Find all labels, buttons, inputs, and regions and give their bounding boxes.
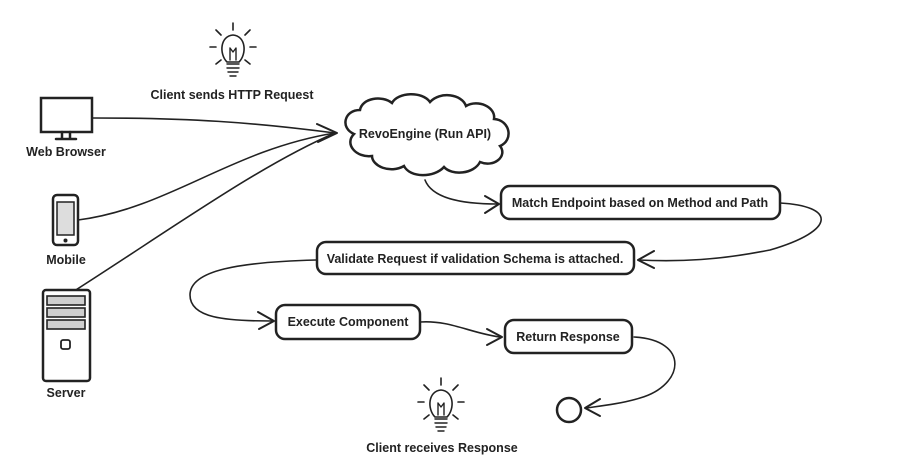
monitor-icon [39,96,94,141]
connector-browser-to-engine [92,117,336,134]
engine-cloud [344,93,510,177]
annotation-client-sends: Client sends HTTP Request [151,88,315,102]
step-label: Execute Component [288,315,410,329]
annotation-client-receives: Client receives Response [366,441,518,455]
connector-validate-to-execute [189,259,317,322]
arrowhead-validate [637,250,655,269]
arrowhead-execute [257,311,275,330]
mobile-phone-icon [51,193,80,247]
connector-server-to-engine [67,132,336,296]
engine-label: RevoEngine (Run API) [359,127,491,141]
step-validate-request: Validate Request if validation Schema is… [315,240,636,276]
connectors [67,117,822,417]
server-tower-icon [41,288,92,383]
connector-execute-to-return [419,321,501,338]
arrowhead-return [486,328,503,346]
step-label: Return Response [516,330,620,344]
arrowhead-engine [316,123,338,143]
client-label-web-browser: Web Browser [26,145,106,159]
connector-engine-to-match [424,179,499,205]
step-return-response: Return Response [503,318,634,355]
connector-mobile-to-engine [77,132,336,221]
arrowhead-match [484,195,500,214]
end-circle [555,396,583,424]
client-label-server: Server [47,386,86,400]
connector-match-to-validate [637,202,822,262]
arrowhead-end [584,398,601,417]
lightbulb-icon [417,377,465,432]
client-label-mobile: Mobile [46,253,86,267]
connector-return-to-end [585,336,676,409]
lightbulb-icon [209,22,257,77]
step-label: Validate Request if validation Schema is… [327,252,624,266]
step-match-endpoint: Match Endpoint based on Method and Path [499,184,782,221]
step-execute-component: Execute Component [274,303,422,341]
step-label: Match Endpoint based on Method and Path [512,196,768,210]
